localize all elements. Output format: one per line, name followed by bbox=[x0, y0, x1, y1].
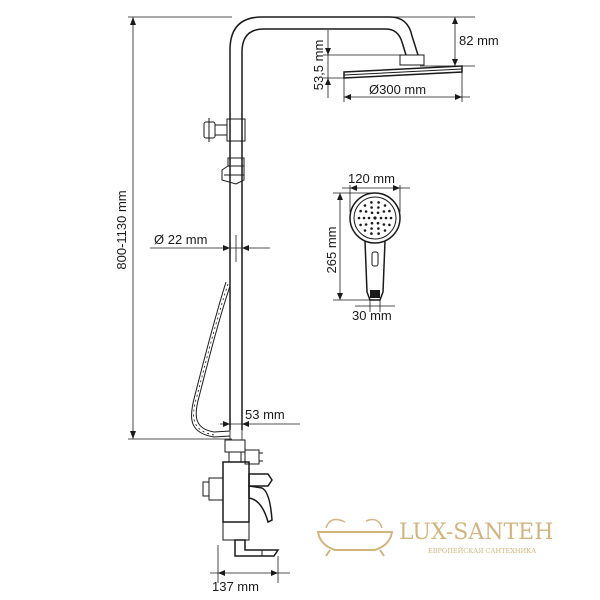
pipe-diameter-dimension: Ø 22 mm bbox=[150, 232, 270, 262]
head-thickness-label: 53,5 mm bbox=[311, 40, 326, 91]
head-diameter-dimension: Ø300 mm bbox=[343, 72, 470, 102]
brand-watermark: LUX-SANTEH ЕВРОПЕЙСКАЯ САНТЕХНИКА bbox=[316, 518, 553, 557]
height-dimension: 800-1130 mm bbox=[114, 16, 232, 440]
nozzle-dot bbox=[377, 201, 380, 204]
hand-handle-label: 30 mm bbox=[352, 308, 392, 323]
rain-shower-head bbox=[343, 54, 463, 79]
nozzle-dot bbox=[376, 221, 380, 225]
sliding-bracket bbox=[221, 157, 245, 185]
nozzle-dot bbox=[383, 204, 387, 207]
head-height-dimension: 82 mm bbox=[392, 16, 499, 67]
nozzle-dot bbox=[362, 216, 366, 220]
nozzle-dot bbox=[377, 227, 380, 230]
shower-hose bbox=[191, 281, 231, 438]
watermark-tagline: ЕВРОПЕЙСКАЯ САНТЕХНИКА bbox=[428, 546, 536, 555]
hand-shower-nozzles bbox=[357, 201, 393, 235]
nozzle-dot bbox=[377, 206, 380, 209]
nozzle-dot bbox=[357, 216, 361, 220]
nozzle-dot bbox=[363, 229, 367, 232]
wall-offset-label: 53 mm bbox=[245, 407, 285, 422]
mixer-body bbox=[202, 439, 280, 557]
bathtub-logo bbox=[316, 518, 394, 557]
height-range-label: 800-1130 mm bbox=[114, 190, 129, 269]
nozzle-dot bbox=[370, 221, 374, 225]
hand-shower bbox=[349, 192, 401, 301]
head-height-label: 82 mm bbox=[459, 33, 499, 48]
nozzle-dot bbox=[376, 211, 380, 215]
hand-width-dimension: 120 mm bbox=[342, 171, 410, 212]
watermark-brand: LUX-SANTEH bbox=[399, 520, 553, 545]
riser-pipe bbox=[229, 16, 419, 430]
nozzle-dot bbox=[359, 209, 362, 213]
mixer-depth-label: 137 mm bbox=[212, 579, 259, 594]
wall-offset-dimension: 53 mm bbox=[220, 407, 300, 440]
nozzle-dot bbox=[359, 223, 362, 227]
head-thickness-dimension: 53,5 mm bbox=[311, 30, 402, 98]
nozzle-dot bbox=[383, 229, 387, 232]
hand-length-dimension: 265 mm bbox=[324, 192, 372, 301]
nozzle-dot bbox=[370, 201, 373, 204]
nozzle-dot bbox=[373, 216, 377, 220]
nozzle-dot bbox=[382, 223, 386, 226]
diverter-knob bbox=[203, 118, 246, 142]
nozzle-dot bbox=[364, 210, 368, 213]
nozzle-dot bbox=[388, 209, 391, 213]
nozzle-dot bbox=[382, 210, 386, 213]
nozzle-dot bbox=[388, 223, 391, 227]
nozzle-dot bbox=[384, 216, 388, 220]
nozzle-dot bbox=[377, 232, 380, 235]
nozzle-dot bbox=[370, 206, 373, 209]
nozzle-dot bbox=[370, 211, 374, 215]
nozzle-dot bbox=[370, 227, 373, 230]
nozzle-dot bbox=[389, 216, 393, 220]
head-diameter-label: Ø300 mm bbox=[369, 82, 426, 97]
nozzle-dot bbox=[367, 216, 371, 220]
mixer-depth-dimension: 137 mm bbox=[210, 545, 290, 594]
hand-length-label: 265 mm bbox=[324, 227, 339, 274]
nozzle-dot bbox=[364, 223, 368, 226]
nozzle-dot bbox=[370, 232, 373, 235]
hand-handle-dimension: 30 mm bbox=[352, 300, 395, 323]
nozzle-dot bbox=[379, 216, 383, 220]
hand-width-label: 120 mm bbox=[348, 171, 395, 186]
pipe-diameter-label: Ø 22 mm bbox=[154, 232, 207, 247]
nozzle-dot bbox=[363, 204, 367, 207]
